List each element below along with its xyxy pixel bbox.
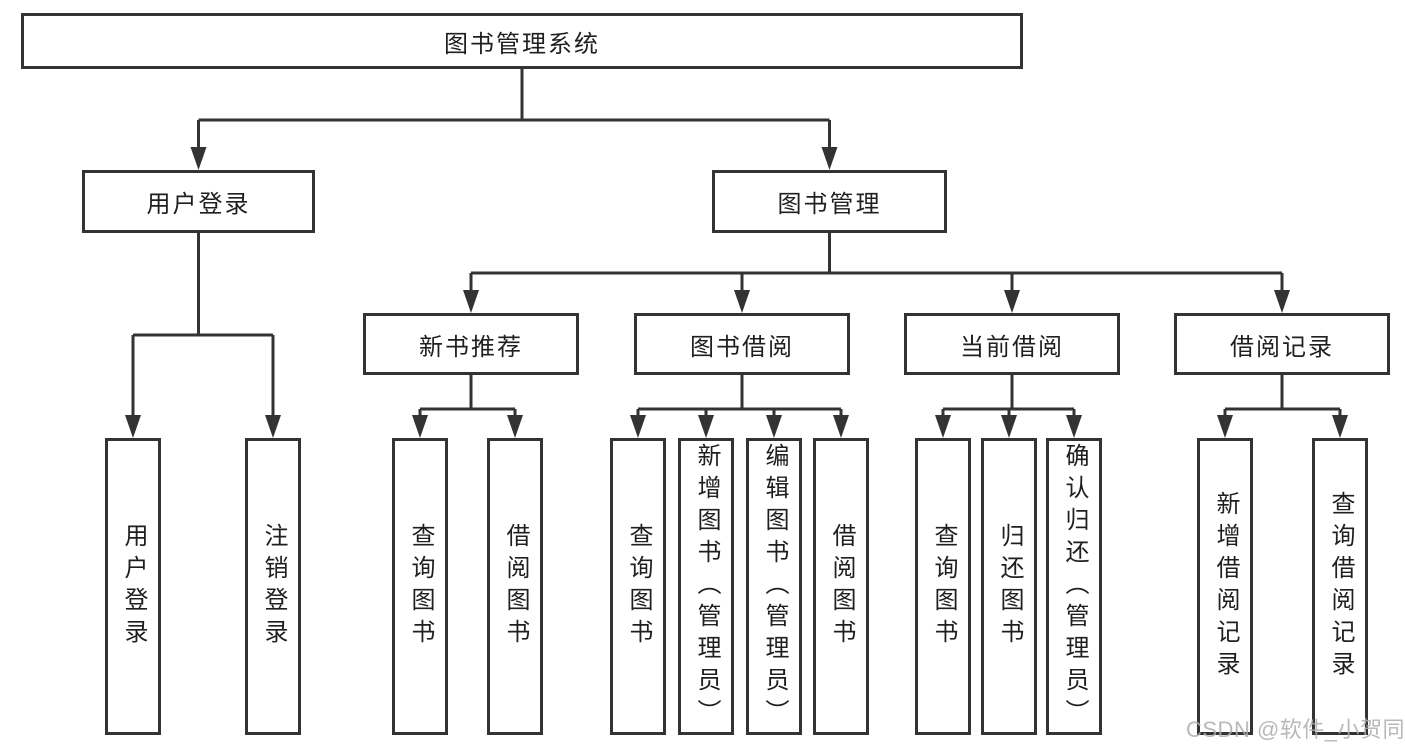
arrow-down-icon	[463, 290, 479, 313]
node-label: 图书管理	[777, 191, 882, 218]
leaf-label: 注销登录	[260, 522, 287, 651]
leaf-logout: 注销登录	[245, 438, 301, 735]
leaf-add-borrow-record: 新增借阅记录	[1197, 438, 1253, 735]
leaf-label: 查询图书	[625, 522, 652, 651]
arrow-down-icon	[766, 415, 782, 438]
watermark: CSDN @软件_小贺同学	[1186, 717, 1405, 742]
leaf-query-books: 查询图书	[610, 438, 666, 735]
arrow-down-icon	[265, 415, 281, 438]
node-current-borrow: 当前借阅	[904, 313, 1120, 375]
leaf-borrow-books: 借阅图书	[487, 438, 543, 735]
node-book-borrow: 图书借阅	[634, 313, 850, 375]
leaf-query-borrow-record: 查询借阅记录	[1312, 438, 1368, 735]
node-label: 借阅记录	[1230, 333, 1334, 361]
leaf-label: 查询借阅记录	[1327, 490, 1354, 683]
leaf-user-login: 用户登录	[105, 438, 161, 735]
leaf-edit-books-admin: 编辑图书（管理员）	[746, 438, 802, 735]
node-new-book-recommend: 新书推荐	[363, 313, 579, 375]
leaf-borrow-books: 借阅图书	[813, 438, 869, 735]
arrow-down-icon	[125, 415, 141, 438]
node-library-system: 图书管理系统	[21, 13, 1023, 69]
leaf-label: 新增借阅记录	[1212, 490, 1239, 683]
arrow-down-icon	[1066, 415, 1082, 438]
node-label: 当前借阅	[960, 333, 1064, 361]
leaf-return-books: 归还图书	[981, 438, 1037, 735]
leaf-label: 用户登录	[120, 522, 147, 651]
leaf-label: 确认归还（管理员）	[1061, 442, 1088, 731]
leaf-label: 借阅图书	[828, 522, 855, 651]
leaf-add-books-admin: 新增图书（管理员）	[678, 438, 734, 735]
arrow-down-icon	[698, 415, 714, 438]
leaf-query-books: 查询图书	[392, 438, 448, 735]
node-label: 新书推荐	[419, 333, 523, 361]
node-book-management: 图书管理	[712, 170, 947, 233]
leaf-confirm-return-admin: 确认归还（管理员）	[1046, 438, 1102, 735]
node-user-login: 用户登录	[82, 170, 315, 233]
arrow-down-icon	[1004, 290, 1020, 313]
leaf-label: 查询图书	[930, 522, 957, 651]
arrow-down-icon	[412, 415, 428, 438]
leaf-label: 借阅图书	[502, 522, 529, 651]
arrow-down-icon	[190, 147, 207, 170]
node-label: 图书管理系统	[444, 30, 600, 58]
arrow-down-icon	[507, 415, 523, 438]
arrow-down-icon	[1274, 290, 1290, 313]
arrow-down-icon	[833, 415, 849, 438]
arrow-down-icon	[630, 415, 646, 438]
arrow-down-icon	[1217, 415, 1233, 438]
leaf-label: 新增图书（管理员）	[693, 442, 720, 731]
node-label: 图书借阅	[690, 333, 794, 361]
arrow-down-icon	[821, 147, 838, 170]
leaf-label: 归还图书	[996, 522, 1023, 651]
arrow-down-icon	[1332, 415, 1348, 438]
leaf-query-books: 查询图书	[915, 438, 971, 735]
node-label: 用户登录	[146, 191, 251, 218]
leaf-label: 查询图书	[407, 522, 434, 651]
node-borrow-records: 借阅记录	[1174, 313, 1390, 375]
connector-path	[131, 69, 1342, 418]
arrow-down-icon	[734, 290, 750, 313]
arrow-down-icon	[1001, 415, 1017, 438]
arrowheads-group	[125, 147, 1348, 438]
leaf-label: 编辑图书（管理员）	[761, 442, 788, 731]
arrow-down-icon	[935, 415, 951, 438]
